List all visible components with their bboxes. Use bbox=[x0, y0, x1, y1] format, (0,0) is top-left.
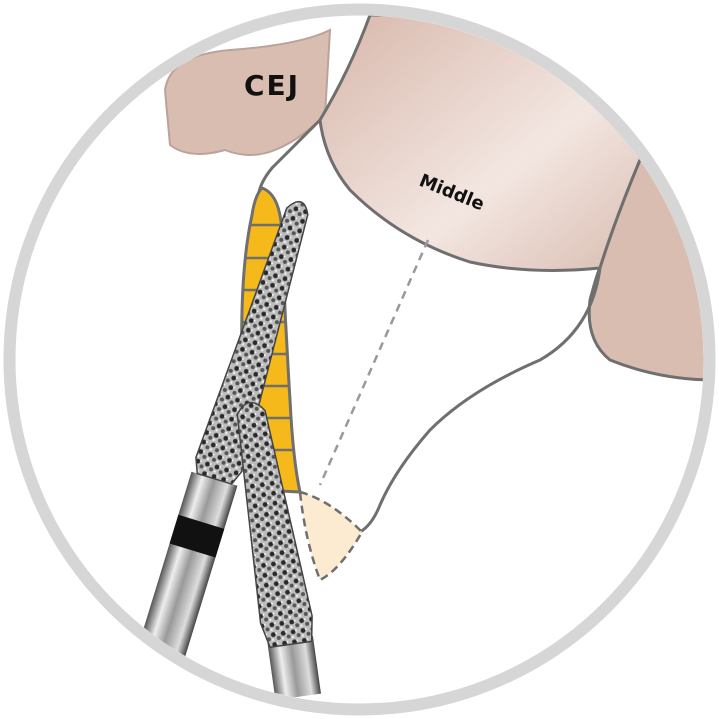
cej-label: CEJ bbox=[244, 69, 300, 102]
diamond-bur-2 bbox=[236, 401, 321, 700]
apex-zone bbox=[298, 490, 364, 582]
diamond-bur-1 bbox=[128, 200, 309, 692]
bur-diamond-head bbox=[236, 401, 313, 649]
bur-black-band bbox=[169, 514, 225, 558]
bur-diamond-head bbox=[195, 200, 309, 485]
axis-dashed-line bbox=[318, 239, 430, 486]
bur-shank bbox=[267, 636, 321, 700]
frame-ring bbox=[3, 3, 716, 716]
